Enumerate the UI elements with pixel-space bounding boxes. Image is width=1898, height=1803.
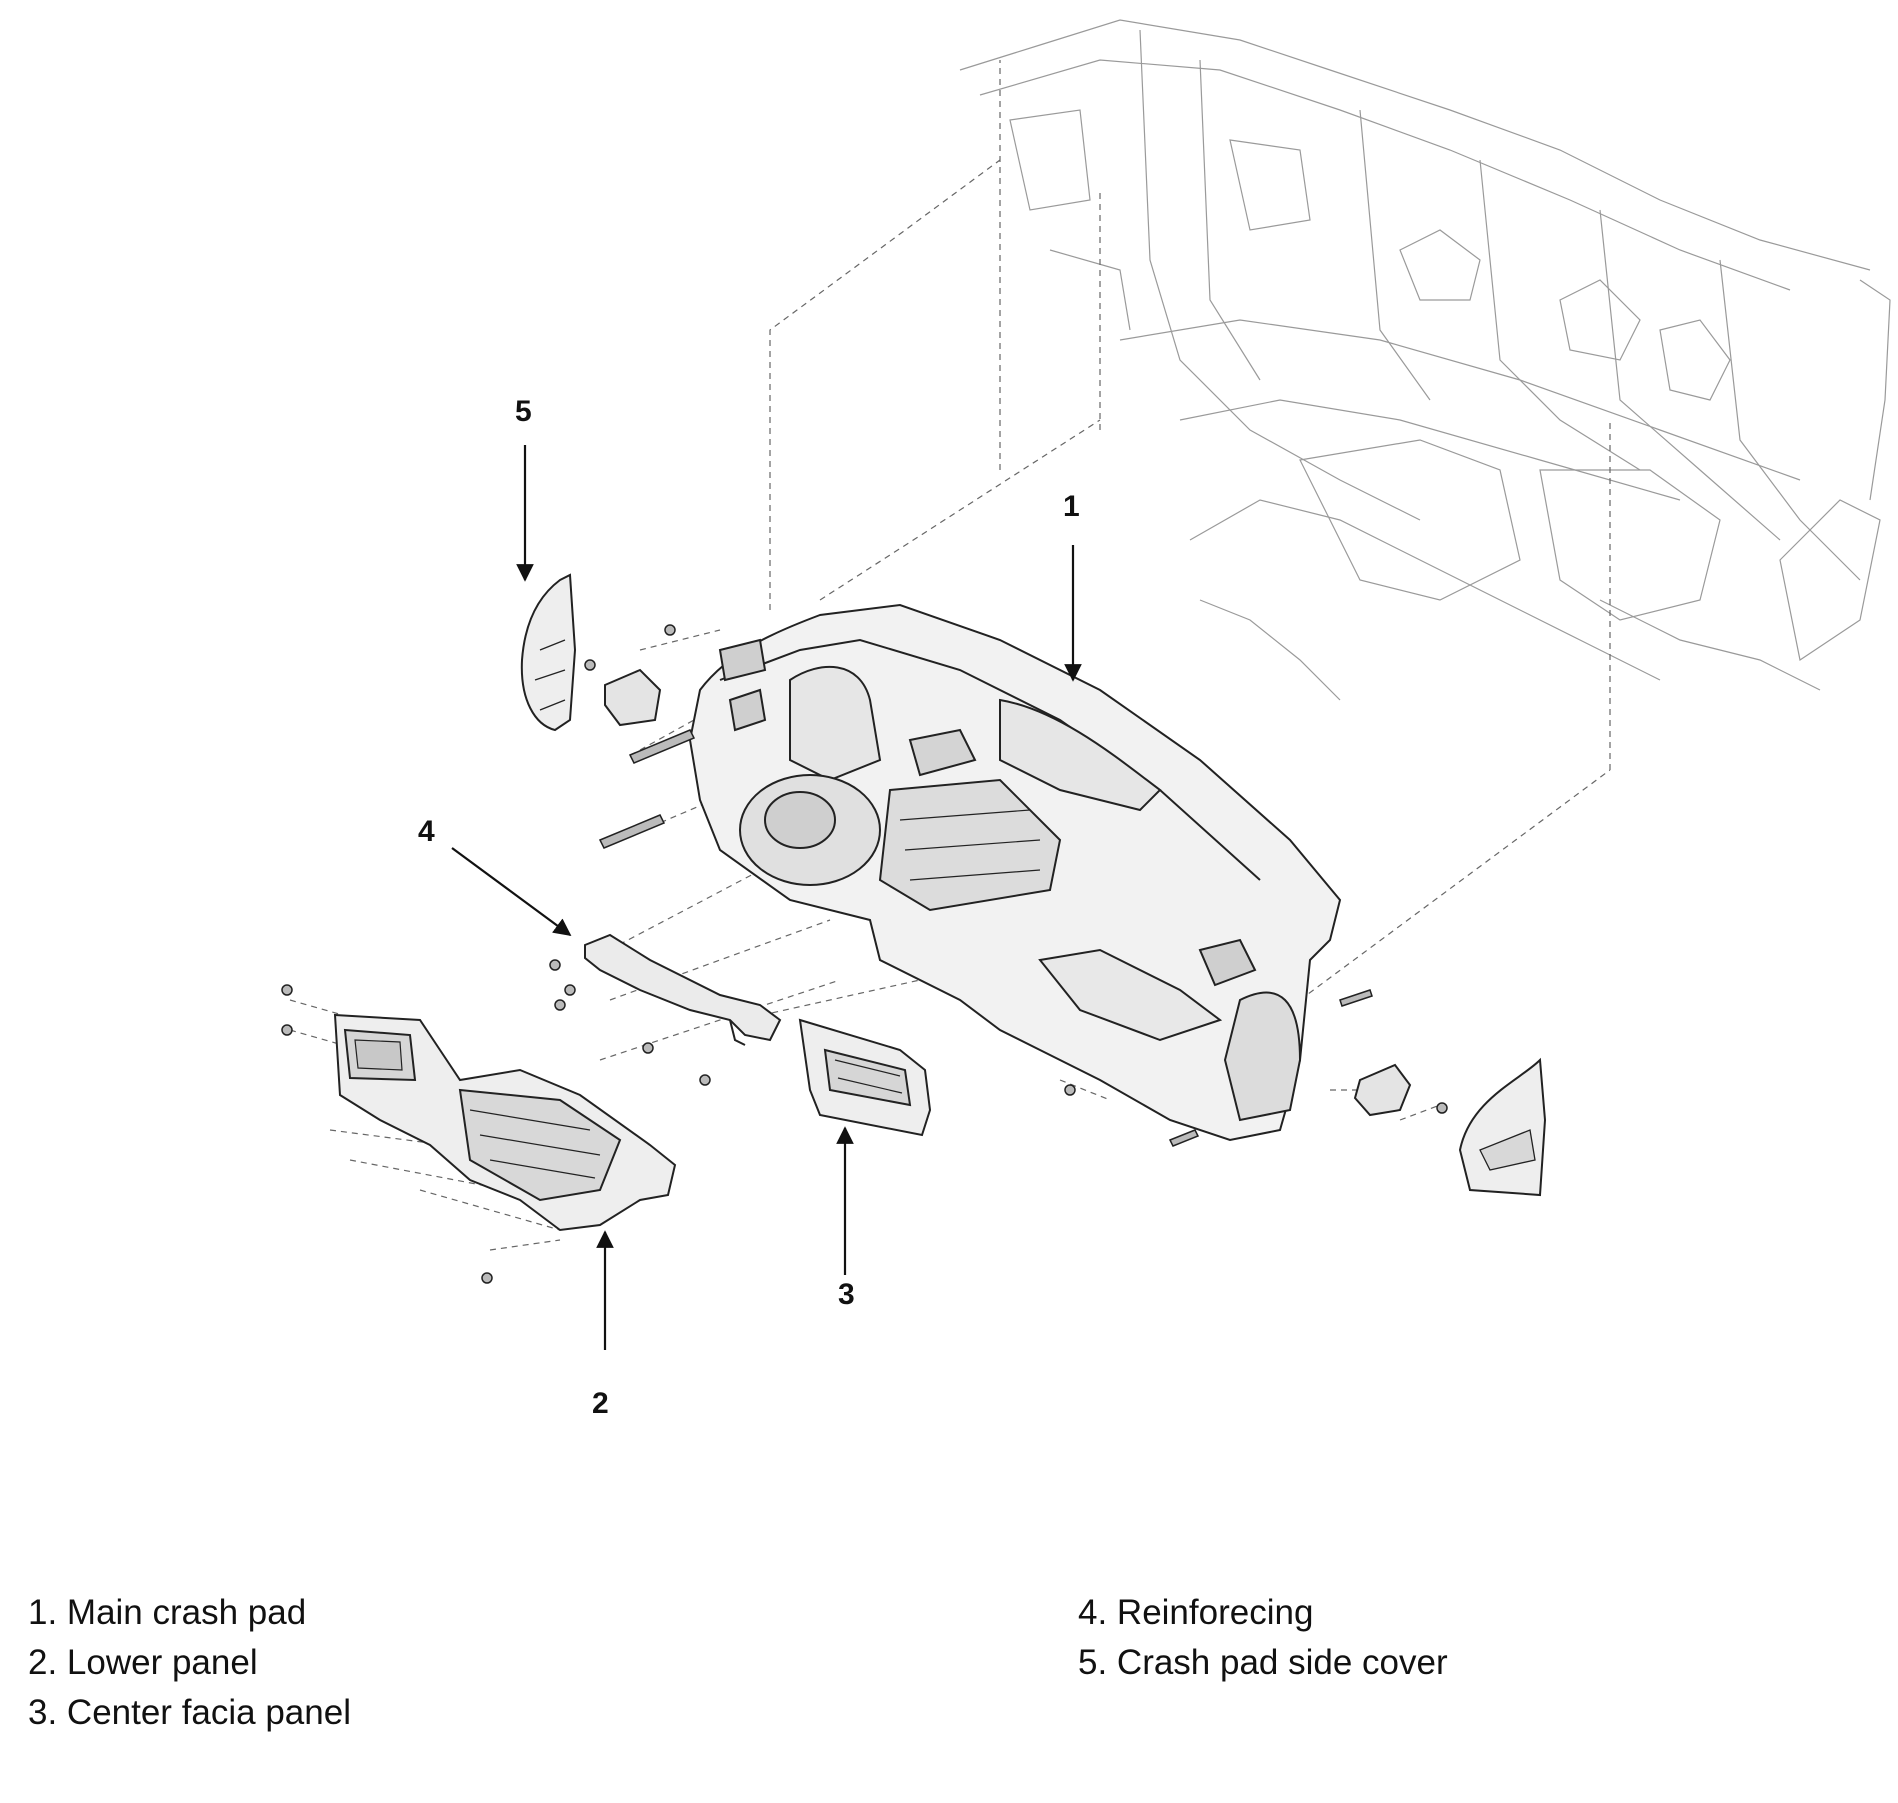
callout-5: 5 [515,395,532,428]
callout-2: 2 [592,1387,609,1420]
legend-item-4: 4. Reinforecing [1078,1593,1314,1632]
callout-3: 3 [838,1278,855,1311]
exploded-parts-diagram [281,19,1891,1350]
callout-1: 1 [1063,490,1080,523]
legend-left: 1. Main crash pad 2. Lower panel 3. Cent… [28,1588,351,1738]
legend-item-5: 5. Crash pad side cover [1078,1643,1448,1682]
fasteners [281,624,1448,1284]
main-crash-pad [688,603,1342,1142]
legend-right: 4. Reinforecing 5. Crash pad side cover [1078,1588,1448,1688]
legend-item-2: 2. Lower panel [28,1643,258,1682]
crash-pad-side-cover [520,573,1547,1197]
callout-4: 4 [418,815,435,848]
vehicle-body-shell [959,19,1891,701]
reinforcing-bracket [584,933,782,1046]
center-facia-panel [798,1018,932,1137]
alignment-lines [289,60,1611,1251]
legend-item-1: 1. Main crash pad [28,1593,307,1632]
side-brackets [604,668,1412,1117]
legend-item-3: 3. Center facia panel [28,1693,351,1732]
lower-panel [333,1013,677,1232]
callout-arrows [451,445,1082,1350]
